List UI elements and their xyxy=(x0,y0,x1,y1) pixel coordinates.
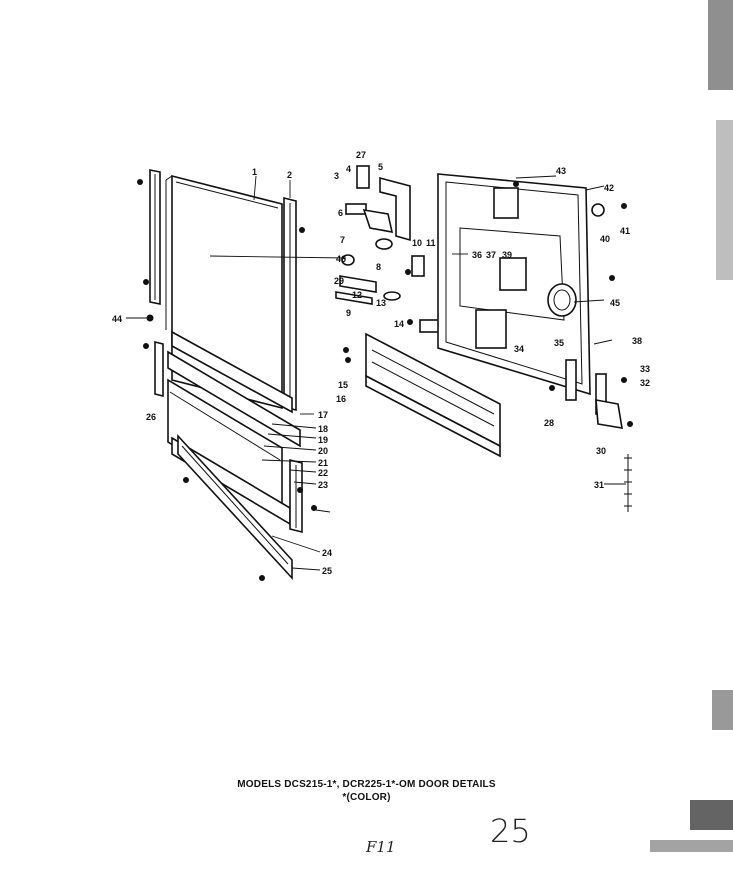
callout-29: 29 xyxy=(334,276,344,286)
part-callouts: 1 2 3 4 5 6 7 8 9 10 11 12 13 14 15 16 1… xyxy=(112,150,650,576)
callout-6: 6 xyxy=(338,208,343,218)
callout-7: 7 xyxy=(340,235,345,245)
diagram-caption: MODELS DCS215-1*, DCR225-1*-OM DOOR DETA… xyxy=(237,779,496,790)
callout-9: 9 xyxy=(346,308,351,318)
callout-31: 31 xyxy=(594,480,604,490)
callout-39: 39 xyxy=(502,250,512,260)
callout-30: 30 xyxy=(596,446,606,456)
right-side-trim xyxy=(283,196,297,412)
callout-12: 12 xyxy=(352,290,362,300)
callout-40: 40 xyxy=(600,234,610,244)
callout-16: 16 xyxy=(336,394,346,404)
latch-hardware xyxy=(335,165,425,305)
callout-14: 14 xyxy=(394,319,404,329)
callout-18: 18 xyxy=(318,424,328,434)
callout-22: 22 xyxy=(318,468,328,478)
callout-13: 13 xyxy=(376,298,386,308)
callout-33: 33 xyxy=(640,364,650,374)
callout-37: 37 xyxy=(486,250,496,260)
callout-11: 11 xyxy=(426,238,436,248)
inner-door-liner xyxy=(437,173,623,429)
bottom-panel-assembly xyxy=(167,330,301,526)
callout-1: 1 xyxy=(252,167,257,177)
lower-right-trim xyxy=(289,458,303,534)
callout-2: 2 xyxy=(287,170,292,180)
callout-28: 28 xyxy=(544,418,554,428)
callout-10: 10 xyxy=(412,238,422,248)
callout-19: 19 xyxy=(318,435,328,445)
fasteners xyxy=(137,179,633,581)
inner-lower-panel xyxy=(365,319,501,458)
callout-42: 42 xyxy=(604,183,614,193)
left-side-trim xyxy=(149,169,161,305)
callout-27: 27 xyxy=(356,150,366,160)
callout-20: 20 xyxy=(318,446,328,456)
handwritten-note-left: F11 xyxy=(366,838,396,856)
lower-left-trim xyxy=(154,340,164,398)
diagram-caption-note: *(COLOR) xyxy=(342,792,391,803)
callout-46: 46 xyxy=(336,254,346,264)
callout-5: 5 xyxy=(378,162,383,172)
callout-23: 23 xyxy=(318,480,328,490)
callout-25: 25 xyxy=(322,566,332,576)
handwritten-page-number: 25 xyxy=(490,812,531,850)
scan-edge-noise xyxy=(650,0,733,852)
callout-34: 34 xyxy=(514,344,524,354)
hinge-spring xyxy=(624,454,632,512)
callout-43: 43 xyxy=(556,166,566,176)
callout-17: 17 xyxy=(318,410,328,420)
leader-lines xyxy=(126,175,626,571)
callout-44: 44 xyxy=(112,314,122,324)
callout-38: 38 xyxy=(632,336,642,346)
callout-4: 4 xyxy=(346,164,351,174)
callout-24: 24 xyxy=(322,548,332,558)
callout-8: 8 xyxy=(376,262,381,272)
callout-45: 45 xyxy=(610,298,620,308)
kick-strip xyxy=(177,433,293,581)
callout-15: 15 xyxy=(338,380,348,390)
callout-41: 41 xyxy=(620,226,630,236)
callout-32: 32 xyxy=(640,378,650,388)
callout-21: 21 xyxy=(318,458,328,468)
callout-35: 35 xyxy=(554,338,564,348)
callout-26: 26 xyxy=(146,412,156,422)
callout-3: 3 xyxy=(334,171,339,181)
callout-36: 36 xyxy=(472,250,482,260)
